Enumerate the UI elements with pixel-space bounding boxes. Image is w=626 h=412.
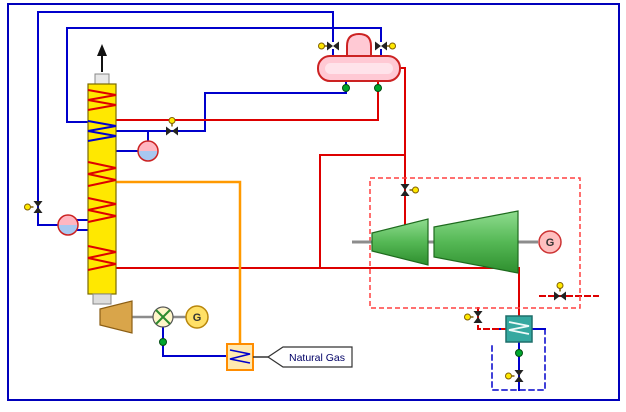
pipe-gsc-dashed-loop[interactable] [491, 328, 546, 391]
pipe-feedwater-top-1[interactable] [37, 11, 334, 42]
aux-generator-body[interactable] [185, 305, 209, 329]
pipe-pump-to-fuel-heater[interactable] [162, 327, 228, 357]
gsc-shell[interactable] [505, 315, 533, 343]
pipe-steam-branch[interactable] [319, 154, 406, 269]
aux-steam-turbine[interactable] [99, 300, 133, 334]
lp-pot-top [58, 215, 78, 225]
evaporator-coil-3[interactable] [87, 245, 117, 271]
lp-pot-outline [57, 214, 79, 236]
gsc-check-valve-icon[interactable] [515, 349, 523, 357]
main-generator-body[interactable] [538, 230, 562, 254]
hrsg-column[interactable] [87, 44, 117, 305]
hp-drum-pot[interactable] [137, 140, 159, 162]
lp-turbine[interactable] [433, 210, 519, 274]
main-generator-label: G [546, 237, 555, 249]
drum-check-valve-icon-1[interactable] [342, 84, 350, 92]
ng-banner[interactable] [266, 346, 353, 368]
pipe-drum-to-turbine[interactable] [399, 67, 406, 227]
lp-feed-valve[interactable] [24, 201, 43, 213]
fuel-gas-heater-coil [229, 349, 251, 364]
drum-vent-valve-2[interactable] [375, 41, 396, 51]
drum-vent-valve-1[interactable] [318, 41, 340, 51]
hp-turbine[interactable] [371, 218, 429, 266]
pipe-economizer-to-drum[interactable] [115, 79, 347, 132]
gland-supply-valve[interactable] [464, 311, 483, 323]
steam-drum[interactable] [317, 32, 401, 82]
drum-check-valve-icon-2[interactable] [374, 84, 382, 92]
diagram-border [7, 3, 620, 401]
pipe-feedwater-left-riser[interactable] [37, 11, 59, 226]
hp-pot-bottom [138, 151, 158, 161]
superheater-coil[interactable] [87, 89, 117, 111]
steam-drum-highlight [325, 63, 393, 74]
economizer-coil[interactable] [87, 120, 117, 142]
evaporator-coil-2[interactable] [87, 197, 117, 223]
steam-pipes[interactable] [103, 67, 599, 330]
aux-generator[interactable]: G [185, 305, 209, 329]
gsc-drain-valve[interactable] [505, 370, 524, 382]
lp-pot-bottom [58, 225, 78, 235]
lp-drum-pot[interactable] [57, 214, 79, 236]
hp-pot-outline [137, 140, 159, 162]
pump-line-check-valve-icon[interactable] [159, 338, 167, 346]
pipe-dashed-gland-supply[interactable] [477, 307, 507, 330]
steam-drum-dome[interactable] [346, 32, 372, 57]
pipe-drum-downcomer[interactable] [115, 79, 379, 121]
boiler-feed-pump[interactable] [152, 306, 174, 328]
pipe-feedwater-top-2[interactable] [66, 27, 382, 42]
steam-export-valve[interactable] [554, 282, 566, 301]
hp-pot-top [138, 141, 158, 151]
pipe-hot-water-to-fuel-heater[interactable] [114, 180, 242, 346]
steam-turbine-package-boundary[interactable] [369, 177, 581, 309]
pipe-economizer-feed[interactable] [66, 27, 89, 123]
gsc-coil [508, 321, 530, 335]
aux-generator-label: G [193, 312, 202, 324]
stack-transition [94, 73, 110, 85]
fuel-gas-heater[interactable] [226, 343, 254, 371]
main-generator[interactable]: G [538, 230, 562, 254]
gland-steam-condenser[interactable] [505, 315, 533, 343]
feedwater-control-valve[interactable] [166, 117, 178, 136]
stack-arrow-icon [97, 44, 107, 56]
ng-label: Natural Gas [289, 352, 345, 364]
evaporator-coil-1[interactable] [87, 161, 117, 187]
pump-cross-2 [155, 309, 171, 325]
turbine-inlet-valve[interactable] [400, 184, 419, 196]
hrsg-base [92, 293, 112, 305]
natural-gas-inlet[interactable]: Natural Gas [253, 346, 353, 368]
